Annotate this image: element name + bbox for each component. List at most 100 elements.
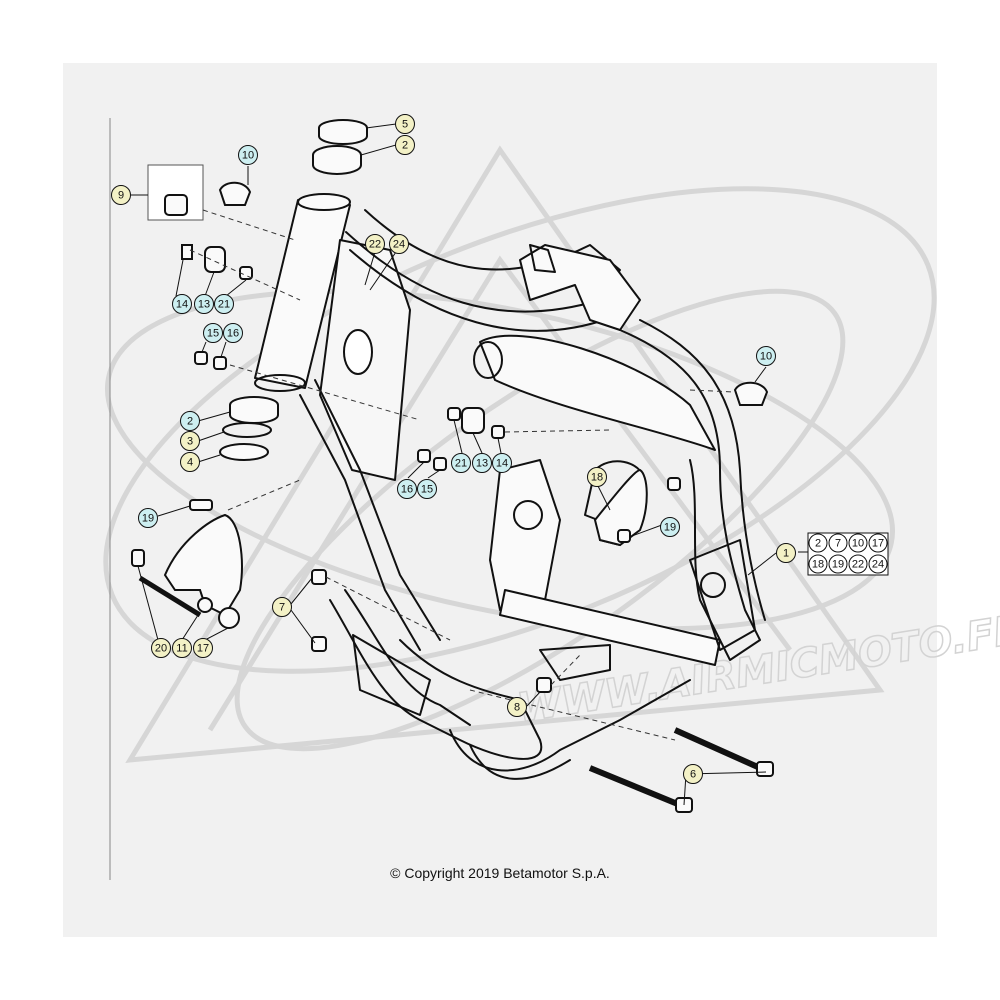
callout-circle xyxy=(214,294,234,314)
callout-18: 18 xyxy=(587,467,607,487)
callout-circle xyxy=(172,638,192,658)
callout-8: 8 xyxy=(507,697,527,717)
callout-circle xyxy=(776,543,796,563)
callout-label: 1 xyxy=(783,548,789,560)
kit-item-19: 19 xyxy=(828,554,848,574)
callout-circle xyxy=(587,467,607,487)
callout-circle xyxy=(397,479,417,499)
callout-5: 5 xyxy=(395,114,415,134)
callout-1: 1 xyxy=(776,543,796,563)
callout-label: 19 xyxy=(664,522,676,534)
callout-circle xyxy=(172,294,192,314)
callout-circle xyxy=(756,346,776,366)
callout-circle xyxy=(507,697,527,717)
callout-circle xyxy=(272,597,292,617)
callout-circle xyxy=(660,517,680,537)
kit-item-label: 19 xyxy=(832,559,844,571)
callout-circle xyxy=(180,452,200,472)
kit-item-7: 7 xyxy=(828,533,848,553)
callout-11: 11 xyxy=(172,638,192,658)
callout-14: 14 xyxy=(492,453,512,473)
copyright-notice: © Copyright 2019 Betamotor S.p.A. xyxy=(390,865,610,881)
kit-item-24: 24 xyxy=(868,554,888,574)
callout-21: 21 xyxy=(214,294,234,314)
kit-item-label: 2 xyxy=(815,538,821,550)
kit-item-label: 10 xyxy=(852,538,864,550)
kit-item-label: 7 xyxy=(835,538,841,550)
motorcycle-frame xyxy=(254,193,766,780)
callout-label: 22 xyxy=(369,239,381,251)
callout-label: 15 xyxy=(421,484,433,496)
assembly-lines xyxy=(189,209,736,741)
callout-label: 15 xyxy=(207,328,219,340)
callout-22: 22 xyxy=(365,234,385,254)
callout-label: 9 xyxy=(118,190,124,202)
callout-circle xyxy=(138,508,158,528)
callout-3: 3 xyxy=(180,431,200,451)
callout-6: 6 xyxy=(683,764,703,784)
callout-label: 5 xyxy=(402,119,408,131)
kit-item-circle xyxy=(848,533,868,553)
callout-15: 15 xyxy=(417,479,437,499)
callout-label: 2 xyxy=(187,416,193,428)
callout-label: 3 xyxy=(187,436,193,448)
kit-item-label: 24 xyxy=(872,559,884,571)
kit-item-circle xyxy=(868,554,888,574)
parts xyxy=(131,119,774,813)
kit-item-2: 2 xyxy=(808,533,828,553)
kit-item-circle xyxy=(808,554,828,574)
callout-circle xyxy=(492,453,512,473)
callout-circle xyxy=(223,323,243,343)
callout-4: 4 xyxy=(180,452,200,472)
callout-21: 21 xyxy=(451,453,471,473)
callout-label: 16 xyxy=(227,328,239,340)
callout-circle xyxy=(683,764,703,784)
callout-label: 21 xyxy=(218,299,230,311)
callout-7: 7 xyxy=(272,597,292,617)
callout-2: 2 xyxy=(395,135,415,155)
callout-circle xyxy=(417,479,437,499)
kit-item-circle xyxy=(848,554,868,574)
callout-circle xyxy=(472,453,492,473)
callout-circle xyxy=(395,135,415,155)
kit-item-label: 22 xyxy=(852,559,864,571)
kit-item-18: 18 xyxy=(808,554,828,574)
callout-10: 10 xyxy=(238,145,258,165)
kit-item-label: 17 xyxy=(872,538,884,550)
callout-label: 7 xyxy=(279,602,285,614)
kit-item-circle xyxy=(808,533,828,553)
kit-item-10: 10 xyxy=(848,533,868,553)
callout-13: 13 xyxy=(194,294,214,314)
kit-item-22: 22 xyxy=(848,554,868,574)
callout-label: 6 xyxy=(690,769,696,781)
callout-label: 19 xyxy=(142,513,154,525)
kit-item-circle xyxy=(828,533,848,553)
callout-2: 2 xyxy=(180,411,200,431)
callout-circle xyxy=(193,638,213,658)
callout-circle xyxy=(238,145,258,165)
callout-circle xyxy=(111,185,131,205)
callout-label: 16 xyxy=(401,484,413,496)
callout-20: 20 xyxy=(151,638,171,658)
kit-item-label: 18 xyxy=(812,559,824,571)
callout-label: 10 xyxy=(242,150,254,162)
callout-17: 17 xyxy=(193,638,213,658)
kit-item-circle xyxy=(868,533,888,553)
callout-label: 13 xyxy=(198,299,210,311)
callout-circle xyxy=(180,411,200,431)
kit-legend: 2 7 10 17 18 19 22 24 xyxy=(807,532,889,576)
callout-label: 21 xyxy=(455,458,467,470)
callout-19: 19 xyxy=(138,508,158,528)
callout-circle xyxy=(395,114,415,134)
callout-10: 10 xyxy=(756,346,776,366)
callout-circle xyxy=(194,294,214,314)
callout-circle xyxy=(451,453,471,473)
callout-16: 16 xyxy=(223,323,243,343)
callout-19: 19 xyxy=(660,517,680,537)
callout-label: 14 xyxy=(176,299,188,311)
callout-label: 11 xyxy=(176,643,187,655)
callout-label: 13 xyxy=(476,458,488,470)
callout-circle xyxy=(151,638,171,658)
callout-label: 4 xyxy=(187,457,193,469)
